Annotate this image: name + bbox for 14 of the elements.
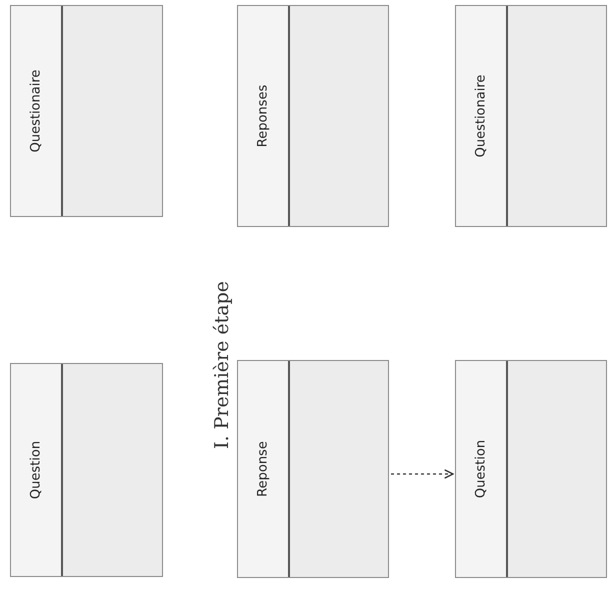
arrow bbox=[391, 469, 454, 479]
entity-name: Questionaire bbox=[28, 70, 44, 152]
entity-box bbox=[237, 5, 389, 227]
entity-name: Question bbox=[474, 440, 488, 498]
entity-box bbox=[10, 363, 163, 577]
entity-name: Reponse bbox=[256, 441, 270, 497]
entity-name: Question bbox=[28, 440, 44, 500]
entity-box bbox=[237, 360, 389, 578]
entity-box bbox=[455, 360, 607, 578]
entity-box bbox=[455, 5, 607, 227]
entity-name: Questionaire bbox=[474, 74, 488, 158]
entity-box bbox=[10, 5, 163, 217]
entity-name: Reponses bbox=[256, 84, 270, 148]
diagram-title: I. Première étape bbox=[211, 281, 233, 449]
